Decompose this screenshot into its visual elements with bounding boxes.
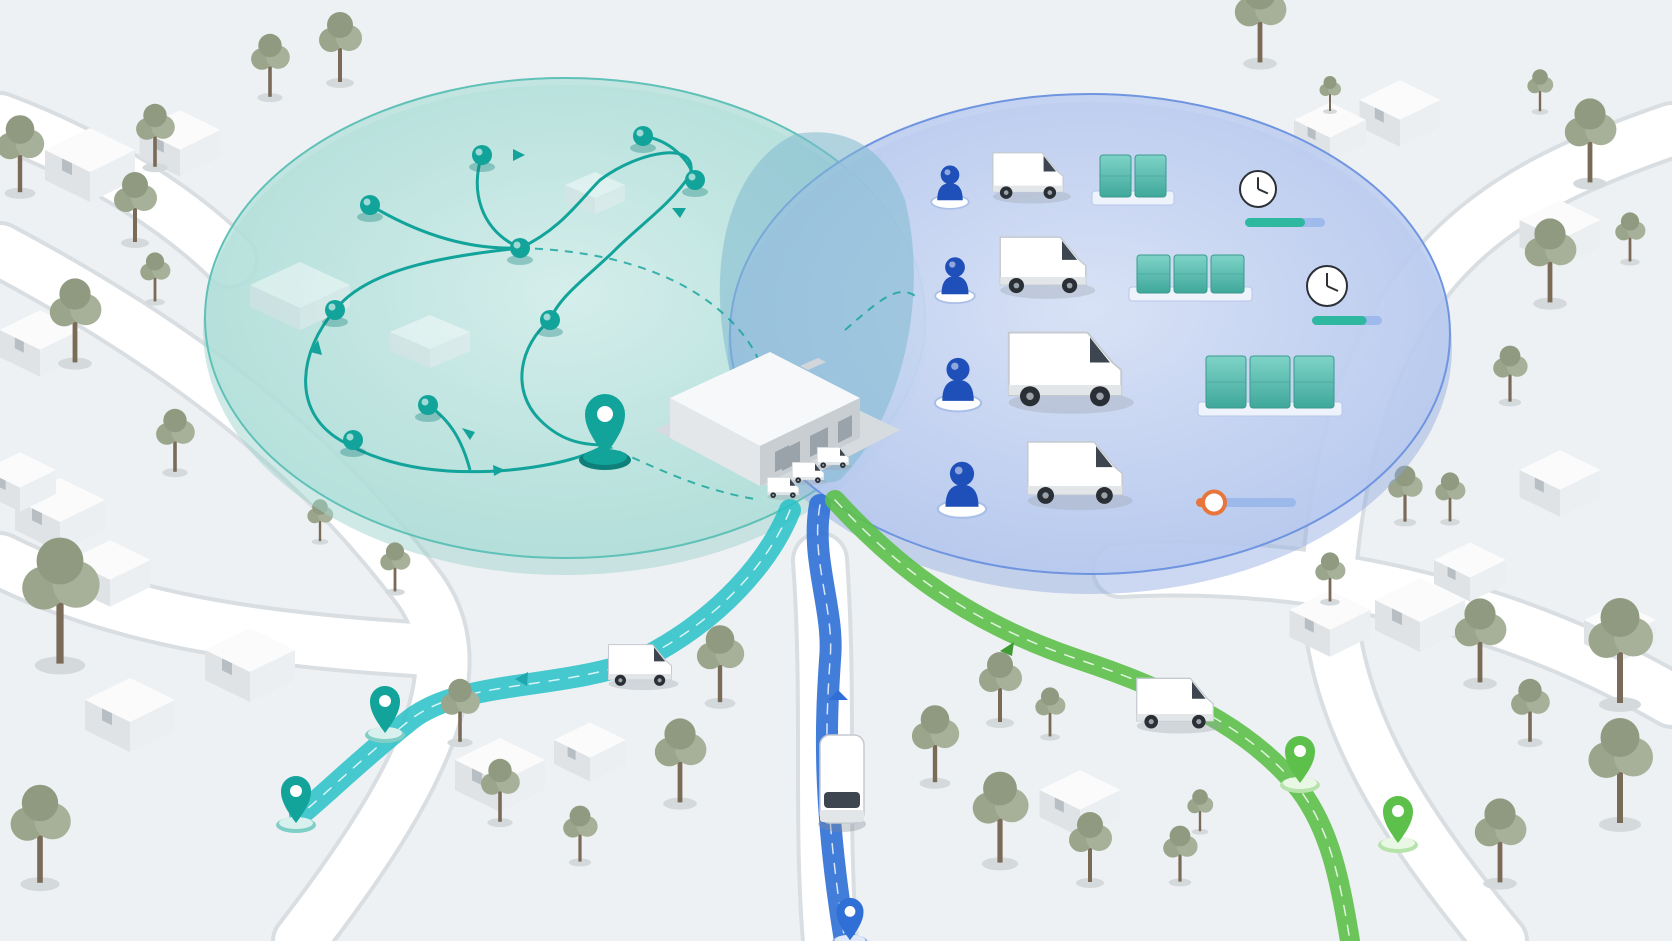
tree <box>441 678 480 748</box>
tree <box>22 537 100 675</box>
route-arrows <box>310 149 686 476</box>
delivery-van-icon <box>1136 677 1222 734</box>
house <box>0 452 57 512</box>
map-pin-icon <box>415 395 441 422</box>
tree <box>1319 76 1341 114</box>
tree <box>136 103 175 173</box>
tree <box>1564 98 1617 190</box>
tree <box>319 12 362 88</box>
tree <box>1454 598 1507 690</box>
tree <box>1069 812 1112 888</box>
tree <box>1511 678 1550 748</box>
tree <box>1187 789 1214 835</box>
zone-houses <box>250 172 625 368</box>
tree <box>1615 212 1646 266</box>
trees-foreground <box>10 537 1653 892</box>
house <box>45 128 135 202</box>
house <box>1375 578 1465 652</box>
house <box>85 678 175 752</box>
cargo-crate-icon <box>1091 154 1175 206</box>
house <box>1519 450 1601 517</box>
clock-icon <box>1239 170 1277 208</box>
driver-icon <box>934 257 976 305</box>
tree <box>1588 598 1653 712</box>
driver-icon <box>936 461 988 519</box>
vans <box>607 152 1222 832</box>
delivery-van-icon <box>1007 331 1134 414</box>
house <box>554 722 626 782</box>
driver-icon <box>933 357 983 413</box>
tree <box>380 542 411 596</box>
planned-routes <box>304 134 697 474</box>
tree <box>1493 345 1528 407</box>
map-pin-icon <box>682 170 708 197</box>
tree <box>140 252 171 306</box>
house <box>1434 542 1506 602</box>
delivery-stops <box>322 126 708 470</box>
tree <box>1035 687 1066 741</box>
tree <box>1435 472 1466 526</box>
tree <box>654 718 707 810</box>
progress-bar <box>1245 218 1325 227</box>
tree <box>1524 218 1577 310</box>
tree <box>156 408 195 478</box>
tree <box>696 625 745 709</box>
house <box>139 110 221 177</box>
dispatch-panel <box>930 154 1382 519</box>
trees-background <box>0 0 1646 606</box>
tree <box>251 33 290 103</box>
map-pin-icon <box>1378 796 1418 853</box>
tree <box>1234 0 1287 70</box>
map-pin-icon <box>537 310 563 337</box>
map-pin-icon <box>322 300 348 327</box>
cargo-crate-icon <box>1197 355 1343 417</box>
map-pin-icon <box>1280 736 1320 793</box>
tree <box>49 278 102 370</box>
tree <box>1527 69 1554 115</box>
tree <box>1163 825 1198 887</box>
tree <box>0 115 45 199</box>
tree <box>1388 465 1423 527</box>
map-pin-icon <box>507 238 533 265</box>
map-pin-icon <box>832 897 868 941</box>
delivery-van-icon <box>992 152 1071 204</box>
map-pin-icon <box>340 430 366 457</box>
delivery-van-icon <box>791 462 828 486</box>
destination-pin <box>579 394 631 470</box>
tree <box>979 652 1022 728</box>
tree <box>114 172 157 248</box>
progress-bar <box>1196 489 1296 516</box>
delivery-van-icon <box>766 477 803 501</box>
tree <box>911 705 960 789</box>
tree <box>1474 798 1527 890</box>
house <box>0 310 81 377</box>
delivery-van-icon <box>816 447 853 471</box>
delivery-van-icon <box>1026 441 1133 511</box>
map-pin-icon <box>469 145 495 172</box>
tree <box>1315 552 1346 606</box>
delivery-van-icon <box>818 734 866 832</box>
progress-bar <box>1312 316 1382 325</box>
clock-icon <box>1306 265 1348 307</box>
house <box>1359 80 1441 147</box>
tree <box>563 805 598 867</box>
delivery-van-icon <box>607 644 679 691</box>
house <box>205 628 295 702</box>
map-pin-icon <box>365 686 405 743</box>
delivery-van-icon <box>999 236 1096 299</box>
tree <box>10 784 71 892</box>
tree <box>481 758 520 828</box>
driver-icon <box>930 165 970 210</box>
map-pin-icon <box>630 126 656 153</box>
house <box>455 738 545 812</box>
cargo-crate-icon <box>1128 254 1253 302</box>
tree <box>1588 718 1653 832</box>
route-pins <box>276 686 1418 941</box>
map-pin-icon <box>357 195 383 222</box>
tree <box>972 771 1029 871</box>
map-pin-icon <box>276 776 316 833</box>
outbound-arrows <box>515 642 1014 700</box>
